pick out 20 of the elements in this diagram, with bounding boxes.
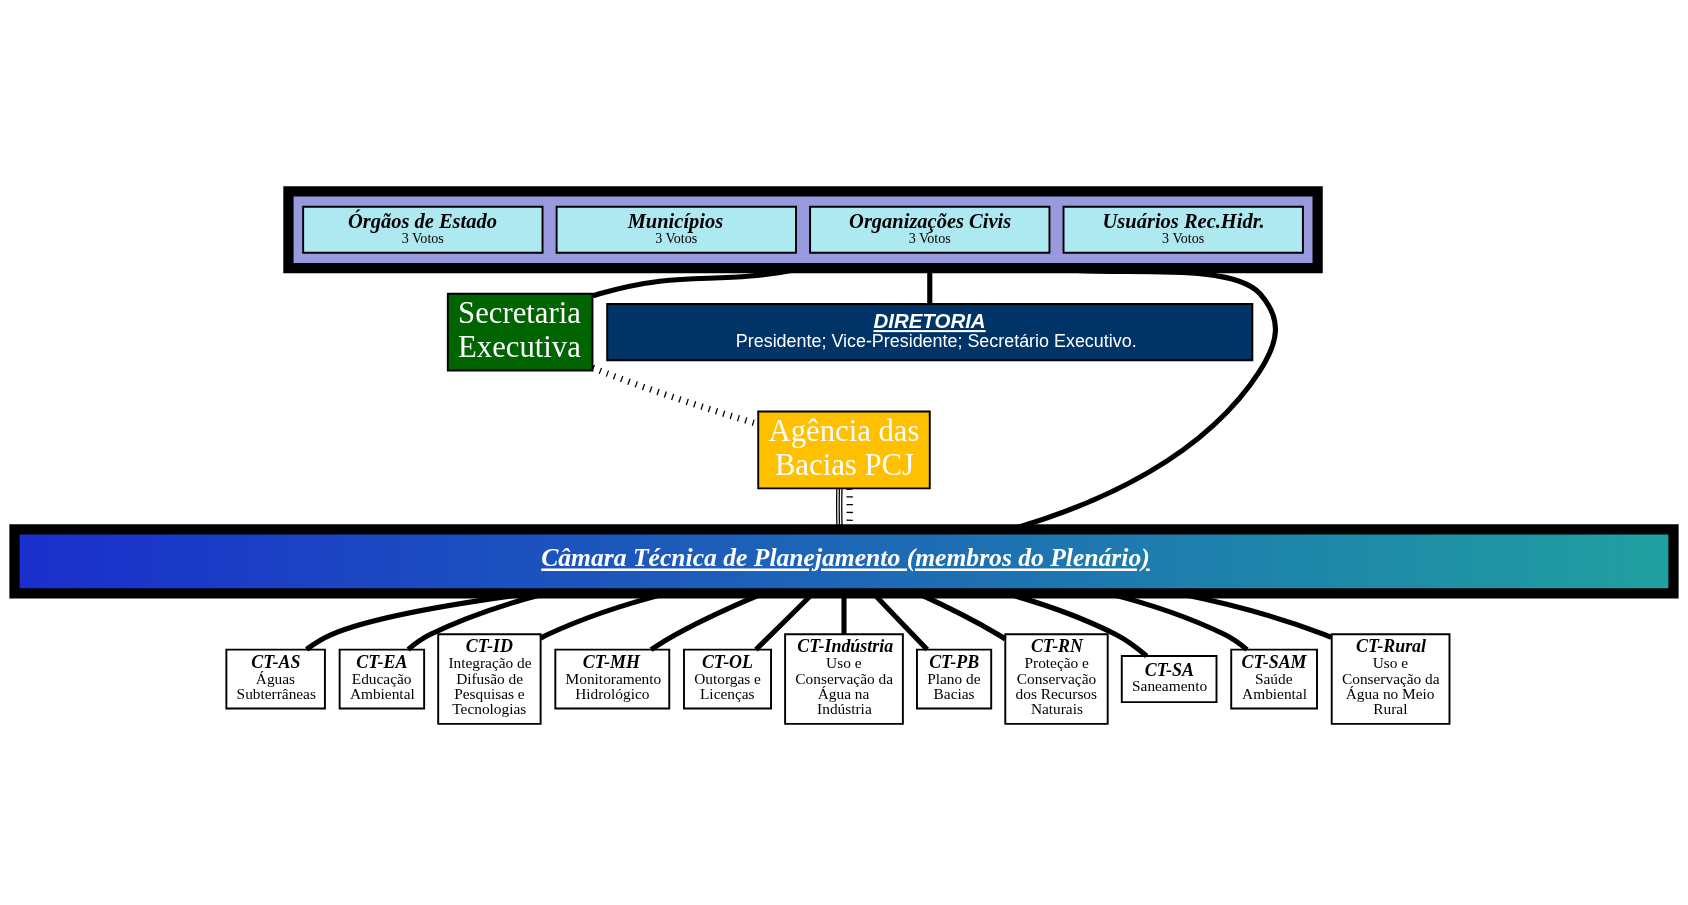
node-box: CT-OL Outorgas e Licenças [683, 648, 772, 710]
node-box: CT-MH Monitoramento Hidrológico [554, 648, 671, 710]
node-box: CT-ID Integração de Difusão de Pesquisas e Tecnologias [437, 633, 542, 725]
node-box: Organizações Civis 3 Votos [809, 205, 1051, 254]
node-box: Secretaria Executiva [446, 292, 594, 372]
node-box: CT-Indústria Uso e Conservação da Água na Indústria [784, 633, 904, 725]
node-box: CT-Rural Uso e Conservação da Água no Meio Rural [1330, 633, 1451, 725]
node-box: CT-AS Águas Subterrâneas [225, 648, 326, 710]
node-box: CT-SA Saneamento [1120, 655, 1218, 704]
node-box: CT-SAM Saúde Ambiental [1230, 648, 1318, 710]
cluster [283, 186, 1323, 274]
node-box: Usuários Rec.Hidr. 3 Votos [1062, 205, 1304, 254]
node-box: Câmara Técnica de Planejamento (membros do Plenário) [9, 524, 1679, 599]
node-box: CT-EA Educação Ambiental [338, 648, 426, 710]
node-box: Órgãos de Estado 3 Votos [302, 205, 544, 254]
node-box: DIRETORIA Presidente; Vice-Presidente; Secretário Executivo. [606, 303, 1254, 362]
node-box: Agência das Bacias PCJ [757, 410, 931, 490]
node-box: CT-RN Proteção e Conservação dos Recursos Naturais [1004, 633, 1109, 725]
node-box: CT-PB Plano de Bacias [916, 648, 993, 710]
node-box: Municípios 3 Votos [555, 205, 797, 254]
